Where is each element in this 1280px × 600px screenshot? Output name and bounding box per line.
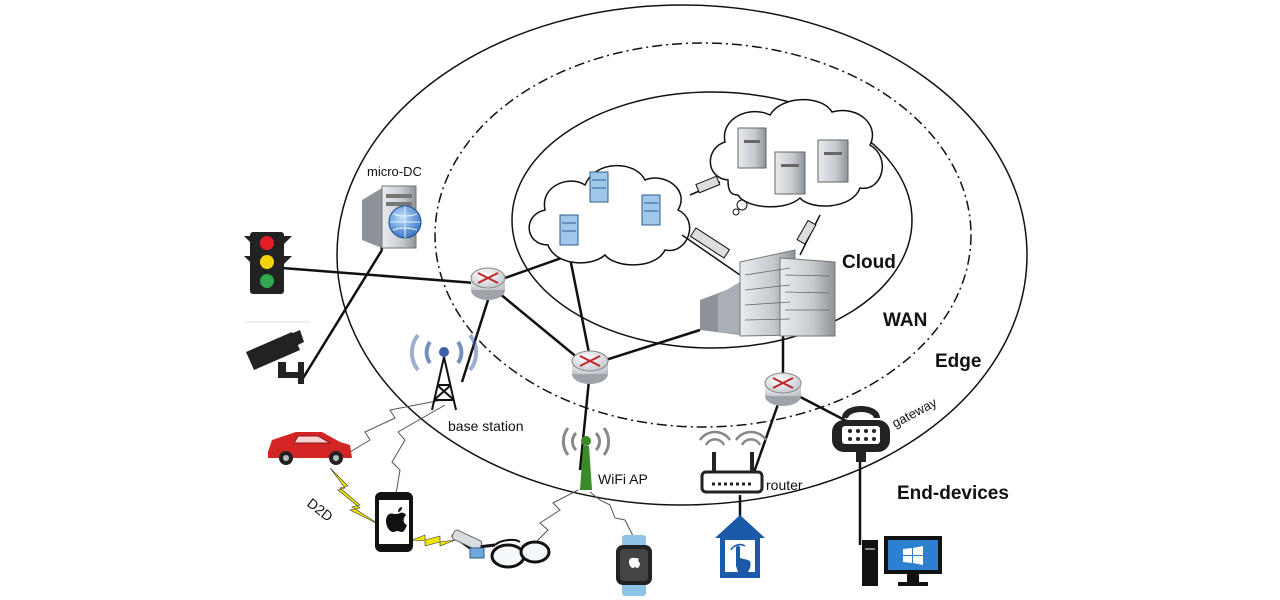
end-devices-zone-label: End-devices	[897, 483, 1009, 504]
server-icon	[559, 214, 579, 246]
micro-dc-label: micro-DC	[367, 164, 422, 179]
router-icon	[470, 267, 506, 300]
traffic-light-icon	[244, 232, 292, 294]
d2d-label: D2D	[304, 495, 336, 525]
cloud-tail-icon	[736, 199, 748, 211]
desktop-computer-icon	[862, 536, 942, 586]
lightning-link-icon	[411, 534, 456, 547]
wifi-router-icon	[698, 430, 768, 494]
gateway-label: gateway	[889, 394, 939, 430]
router-icon	[571, 350, 609, 384]
server-icon	[817, 139, 849, 183]
server-cloud	[709, 98, 884, 216]
wifi-ap-label: WiFi AP	[598, 471, 648, 487]
router-label: router	[766, 477, 803, 493]
cloud-datacenter-icon	[700, 249, 836, 337]
cloud-boundary	[511, 91, 913, 349]
wireless-links	[344, 399, 636, 549]
router-icon	[764, 372, 802, 406]
cloud-zone-label: Cloud	[842, 252, 896, 273]
datacenter-cloud	[528, 164, 691, 266]
edge-boundary	[336, 4, 1028, 506]
car-icon	[268, 432, 352, 465]
cell-tower-icon	[409, 333, 479, 411]
server-icon	[737, 127, 767, 169]
cctv-camera-icon	[246, 330, 304, 384]
wan-boundary	[434, 42, 972, 428]
gateway-icon	[832, 406, 890, 462]
micro-dc-server-icon	[362, 185, 422, 249]
smart-home-icon	[715, 515, 765, 578]
base-station-label: base station	[448, 418, 524, 434]
server-icon	[641, 194, 661, 226]
smartwatch-icon	[616, 535, 652, 596]
edge-zone-label: Edge	[935, 351, 981, 372]
wifi-antenna-icon	[561, 427, 611, 490]
smartphone-icon	[375, 492, 413, 552]
server-icon	[589, 171, 609, 203]
cable-connector-icon	[681, 175, 821, 276]
d2d-lightning-icon	[329, 467, 381, 526]
server-icon	[774, 151, 806, 195]
wan-zone-label: WAN	[883, 310, 927, 331]
smart-glasses-icon	[451, 529, 551, 569]
